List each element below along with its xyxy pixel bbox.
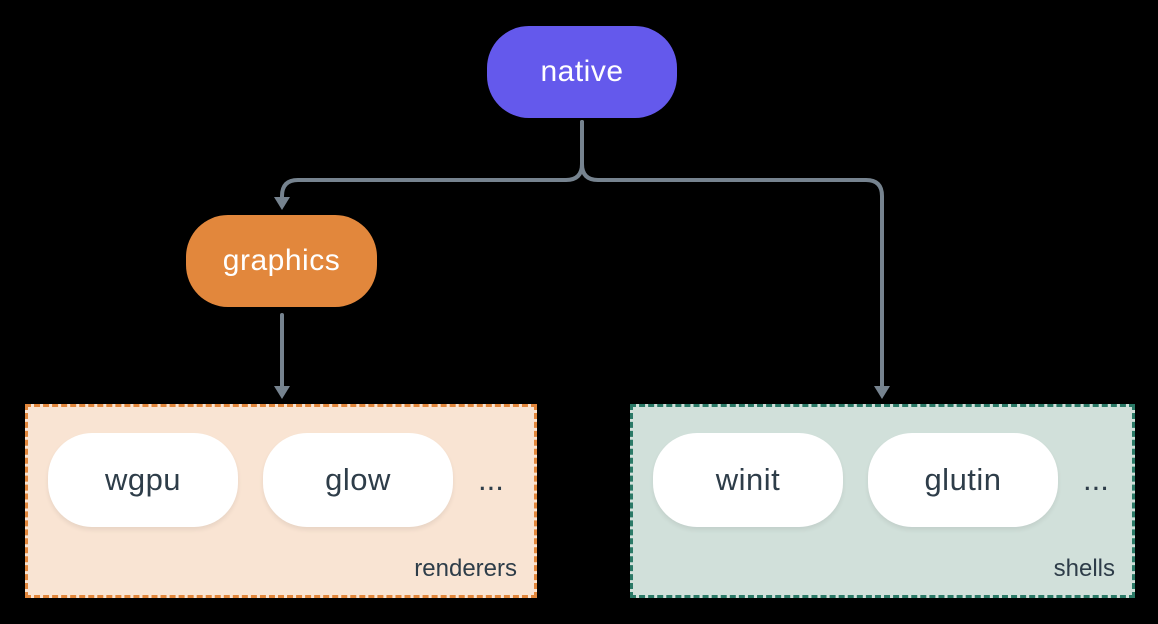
renderers-ellipsis: ... xyxy=(478,462,504,497)
node-graphics-label: graphics xyxy=(222,244,341,277)
group-shells: winit glutin ... shells xyxy=(630,404,1135,598)
arrowhead-renderers xyxy=(274,386,290,399)
shells-group-label: shells xyxy=(1053,555,1115,582)
node-native-label: native xyxy=(540,55,624,88)
renderers-pill-row: wgpu glow ... xyxy=(28,407,534,527)
node-glutin: glutin xyxy=(868,433,1058,527)
shells-pill-row: winit glutin ... xyxy=(633,407,1132,527)
node-winit: winit xyxy=(653,433,843,527)
group-renderers: wgpu glow ... renderers xyxy=(25,404,537,598)
arrowhead-graphics xyxy=(274,197,290,210)
node-graphics: graphics xyxy=(186,215,377,307)
edge-graphics-to-renderers xyxy=(274,313,290,399)
node-glutin-label: glutin xyxy=(924,462,1002,497)
node-glow: glow xyxy=(263,433,453,527)
renderers-group-label: renderers xyxy=(414,555,517,582)
node-glow-label: glow xyxy=(325,462,391,497)
edge-native-to-graphics xyxy=(274,120,584,210)
shells-ellipsis: ... xyxy=(1083,462,1109,497)
edge-native-to-shells xyxy=(580,120,890,399)
node-wgpu: wgpu xyxy=(48,433,238,527)
node-winit-label: winit xyxy=(715,462,781,497)
node-native: native xyxy=(487,26,677,118)
arrowhead-shells xyxy=(874,386,890,399)
node-wgpu-label: wgpu xyxy=(104,462,182,497)
